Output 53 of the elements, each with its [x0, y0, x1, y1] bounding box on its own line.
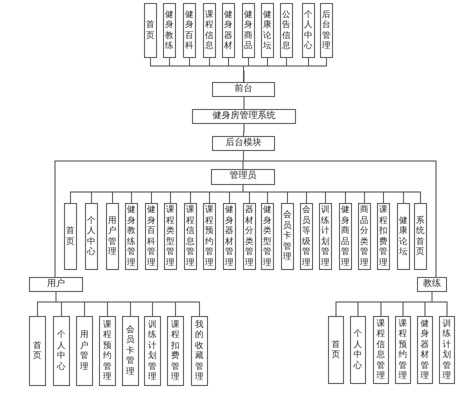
module-box: 健身商品 [242, 3, 255, 58]
module-box: 课程类型管理 [164, 203, 177, 270]
module-box: 训练计划管理 [319, 203, 332, 270]
module-box: 个人中心 [302, 3, 315, 58]
module-box: 后台模块 [212, 136, 275, 151]
module-box: 会员等级管理 [300, 203, 313, 270]
module-box: 个人中心 [350, 316, 366, 384]
module-box: 会员卡管理 [281, 203, 294, 270]
module-box: 健身房管理系统 [192, 109, 296, 124]
module-box: 首页 [29, 316, 46, 386]
module-box: 课程扣费管理 [377, 203, 390, 270]
module-box: 健身百科 [183, 3, 196, 58]
module-box: 教练 [417, 277, 447, 292]
module-box: 健身类型管理 [261, 203, 274, 270]
module-box: 课程信息管理 [184, 203, 197, 270]
module-box: 健身器材 [222, 3, 235, 58]
module-box: 我的收藏管理 [191, 316, 208, 386]
module-box: 首页 [144, 3, 157, 58]
module-box: 后台管理 [320, 3, 333, 58]
module-box: 前台 [212, 82, 275, 97]
module-box: 训练计划管理 [439, 316, 455, 384]
module-box: 健康论坛 [397, 203, 410, 270]
module-box: 健身教练管理 [125, 203, 138, 270]
module-box: 商品分类管理 [358, 203, 371, 270]
module-box: 健身器材管理 [223, 203, 236, 270]
connector-line [243, 124, 244, 136]
module-box: 课程信息管理 [373, 316, 389, 384]
module-box: 首页 [64, 203, 77, 270]
module-box: 健身商品管理 [339, 203, 352, 270]
module-box: 课程预约管理 [203, 203, 216, 270]
module-box: 个人中心 [85, 203, 98, 270]
module-box: 公告信息 [280, 3, 293, 58]
module-box: 课程信息 [203, 3, 216, 58]
connector-line [243, 150, 436, 278]
module-box: 健身器材管理 [417, 316, 433, 384]
module-box: 管理员 [211, 169, 275, 185]
module-box: 训练计划管理 [144, 316, 161, 386]
module-box: 课程扣费管理 [167, 316, 184, 386]
connector-line [56, 292, 200, 316]
module-box: 健身教练 [163, 3, 176, 58]
module-box: 课程预约管理 [99, 316, 116, 386]
module-box: 用户管理 [76, 316, 93, 386]
module-box: 个人中心 [53, 316, 70, 386]
connector-line [432, 292, 448, 316]
module-box: 器材分类管理 [243, 203, 256, 270]
module-box: 健身百科管理 [145, 203, 158, 270]
module-box: 会员卡管理 [122, 316, 139, 386]
module-box: 首页 [328, 316, 344, 384]
module-box: 健康论坛 [261, 3, 274, 58]
module-box: 用户 [29, 277, 83, 292]
module-box: 课程预约管理 [395, 316, 411, 384]
module-box: 系统首页 [414, 203, 427, 270]
module-box: 用户管理 [106, 203, 119, 270]
